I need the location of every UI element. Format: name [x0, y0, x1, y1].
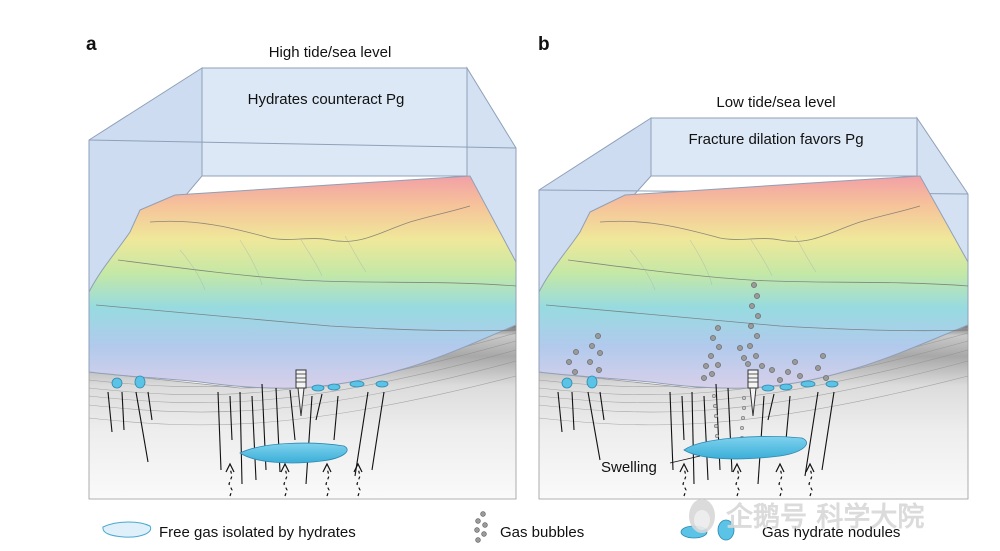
box-label: Fracture dilation favors Pg: [688, 131, 863, 148]
bathymetry-contours: [545, 205, 969, 332]
bathymetry-contours: [95, 205, 517, 332]
watermark: 企鹅号 科学大院: [689, 499, 924, 533]
legend-gas-bubbles-label: Gas bubbles: [500, 524, 584, 541]
ridge-shading: [179, 235, 367, 291]
legend: Free gas isolated by hydrates Gas bubble…: [102, 511, 900, 543]
gas-pathway-arrows: [225, 462, 363, 497]
drill-probe-icon: [295, 369, 307, 417]
legend-hydrate-nodules-label: Gas hydrate nodules: [762, 524, 900, 541]
free-gas-pocket: [683, 436, 807, 460]
panel-letter: b: [538, 34, 550, 55]
watermark-text: 企鹅号 科学大院: [726, 501, 924, 533]
seafloor-surface: [538, 175, 969, 389]
hydrate-nodules: [561, 375, 839, 392]
swelling-leader: [669, 455, 701, 464]
seafloor-surface: [88, 175, 517, 389]
water-box-back: [201, 67, 468, 177]
ridge-shading: [629, 235, 817, 291]
panel-a: a High tide/sea level Hydrates counterac…: [86, 34, 517, 500]
water-box-edge: [88, 139, 517, 149]
free-gas-legend-icon: [102, 521, 152, 538]
gas-pathway-arrows: [679, 462, 815, 497]
fracture-lines: [557, 383, 835, 485]
swelling-label: Swelling: [601, 459, 657, 476]
tide-label: High tide/sea level: [269, 44, 392, 61]
legend-free-gas-label: Free gas isolated by hydrates: [159, 524, 356, 541]
tide-label: Low tide/sea level: [716, 94, 835, 111]
panel-letter: a: [86, 34, 97, 55]
drill-probe-icon: [747, 369, 759, 417]
hydrate-nodules: [111, 375, 389, 392]
bubble-icon: [474, 511, 488, 543]
box-label: Hydrates counteract Pg: [248, 91, 405, 108]
free-gas-pocket: [239, 442, 348, 464]
penguin-logo: [689, 499, 715, 533]
panel-b: b Low tide/sea level Fracture dilation f…: [538, 34, 969, 500]
gas-bubbles: [566, 282, 829, 383]
